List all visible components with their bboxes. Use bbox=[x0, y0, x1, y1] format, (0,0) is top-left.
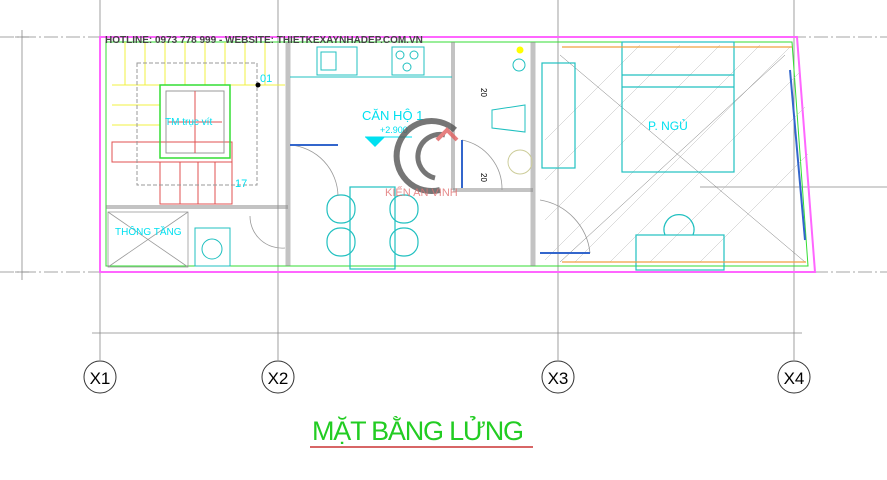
bedroom-furniture bbox=[541, 41, 806, 271]
dimension-a: 20 bbox=[479, 88, 488, 97]
bathroom-fixtures bbox=[491, 46, 533, 175]
walls bbox=[99, 36, 817, 273]
grid-bubble-x1: X1 bbox=[83, 360, 117, 394]
stair-start-label: 01 bbox=[260, 73, 272, 85]
svg-text:X3: X3 bbox=[548, 369, 569, 388]
kitchen-fixtures bbox=[316, 46, 425, 76]
washing-machine-icon bbox=[194, 227, 231, 267]
elevation-label: +2.900 bbox=[380, 125, 408, 135]
drawing-title: MẶT BẰNG LỬNG bbox=[312, 414, 524, 446]
grid-lines bbox=[0, 0, 887, 360]
watermark-text: KIẾN AN VINH bbox=[385, 186, 458, 199]
svg-text:X4: X4 bbox=[784, 369, 805, 388]
svg-text:X2: X2 bbox=[268, 369, 289, 388]
doors bbox=[249, 139, 591, 254]
grid-bubble-x4: X4 bbox=[777, 360, 811, 394]
watermark-logo bbox=[393, 118, 459, 195]
hotline-banner: HOTLINE: 0973 778 999 - WEBSITE: THIETKE… bbox=[105, 35, 423, 46]
apartment-label: CĂN HỘ 1 bbox=[362, 108, 423, 123]
void-label: THÔNG TẦNG bbox=[115, 225, 182, 238]
bedroom-label: P. NGỦ bbox=[648, 118, 688, 133]
bedroom-hatch bbox=[544, 44, 809, 263]
stair bbox=[111, 42, 285, 205]
grid-bubble-x3: X3 bbox=[541, 360, 575, 394]
grid-bubble-x2: X2 bbox=[261, 360, 295, 394]
elevator-label: TM trục vít bbox=[165, 117, 212, 128]
void-area bbox=[107, 211, 189, 268]
dimension-b: 20 bbox=[479, 173, 488, 182]
svg-text:X1: X1 bbox=[90, 369, 111, 388]
elevation-marker bbox=[365, 136, 412, 147]
dining-table bbox=[326, 186, 419, 270]
stair-end-label: 17 bbox=[235, 178, 247, 190]
